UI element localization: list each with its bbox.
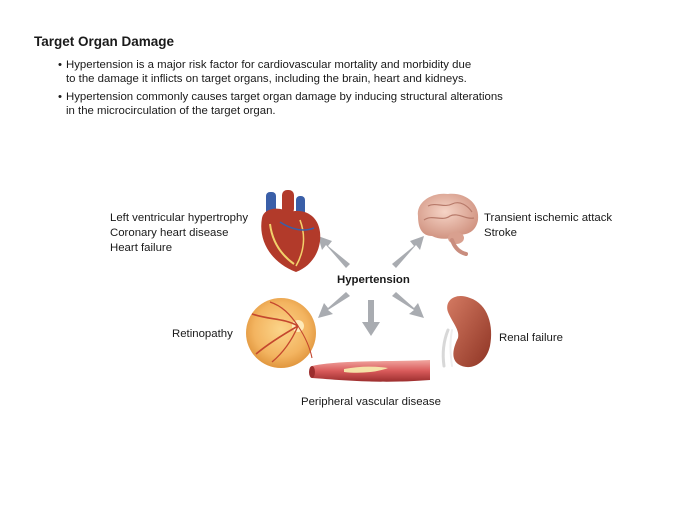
brain-condition-item: Transient ischemic attack [484, 212, 613, 224]
arrow-to-vessel-icon [362, 300, 380, 336]
bullet-list: • Hypertension is a major risk factor fo… [58, 58, 658, 122]
arrow-to-brain-icon [392, 236, 424, 268]
retina-condition-item: Retinopathy [172, 328, 233, 340]
blood-vessel-icon [309, 360, 430, 382]
bullet-dot-icon: • [58, 59, 62, 71]
bullet-text-line: Hypertension is a major risk factor for … [66, 59, 472, 71]
brain-condition-item: Stroke [484, 227, 517, 239]
bullet-text-line: Hypertension commonly causes target orga… [66, 91, 503, 103]
slide-title: Target Organ Damage [34, 34, 175, 49]
bullet-text-line: to the damage it inflicts on target orga… [66, 73, 467, 85]
bullet-text-line: in the microcirculation of the target or… [66, 105, 276, 117]
brain-icon [417, 193, 479, 256]
bullet-item: • Hypertension is a major risk factor fo… [58, 58, 658, 86]
arrow-to-kidney-icon [392, 292, 424, 318]
heart-conditions-label: Left ventricular hypertrophy Coronary he… [110, 211, 248, 256]
bullet-dot-icon: • [58, 91, 62, 103]
kidney-condition-item: Renal failure [499, 332, 563, 344]
vessel-conditions-label: Peripheral vascular disease [301, 395, 441, 410]
vessel-condition-item: Peripheral vascular disease [301, 396, 441, 408]
retina-icon [246, 298, 316, 368]
heart-icon [261, 190, 321, 272]
kidney-conditions-label: Renal failure [499, 331, 563, 346]
heart-condition-item: Coronary heart disease [110, 227, 229, 239]
bullet-item: • Hypertension commonly causes target or… [58, 90, 658, 118]
heart-condition-item: Heart failure [110, 242, 173, 254]
brain-conditions-label: Transient ischemic attack Stroke [484, 211, 612, 241]
arrow-to-heart-icon [318, 236, 350, 268]
hypertension-label: Hypertension [337, 274, 410, 286]
heart-condition-item: Left ventricular hypertrophy [110, 212, 249, 224]
arrow-to-retina-icon [318, 292, 350, 318]
kidney-icon [441, 295, 492, 368]
retina-conditions-label: Retinopathy [172, 327, 233, 342]
